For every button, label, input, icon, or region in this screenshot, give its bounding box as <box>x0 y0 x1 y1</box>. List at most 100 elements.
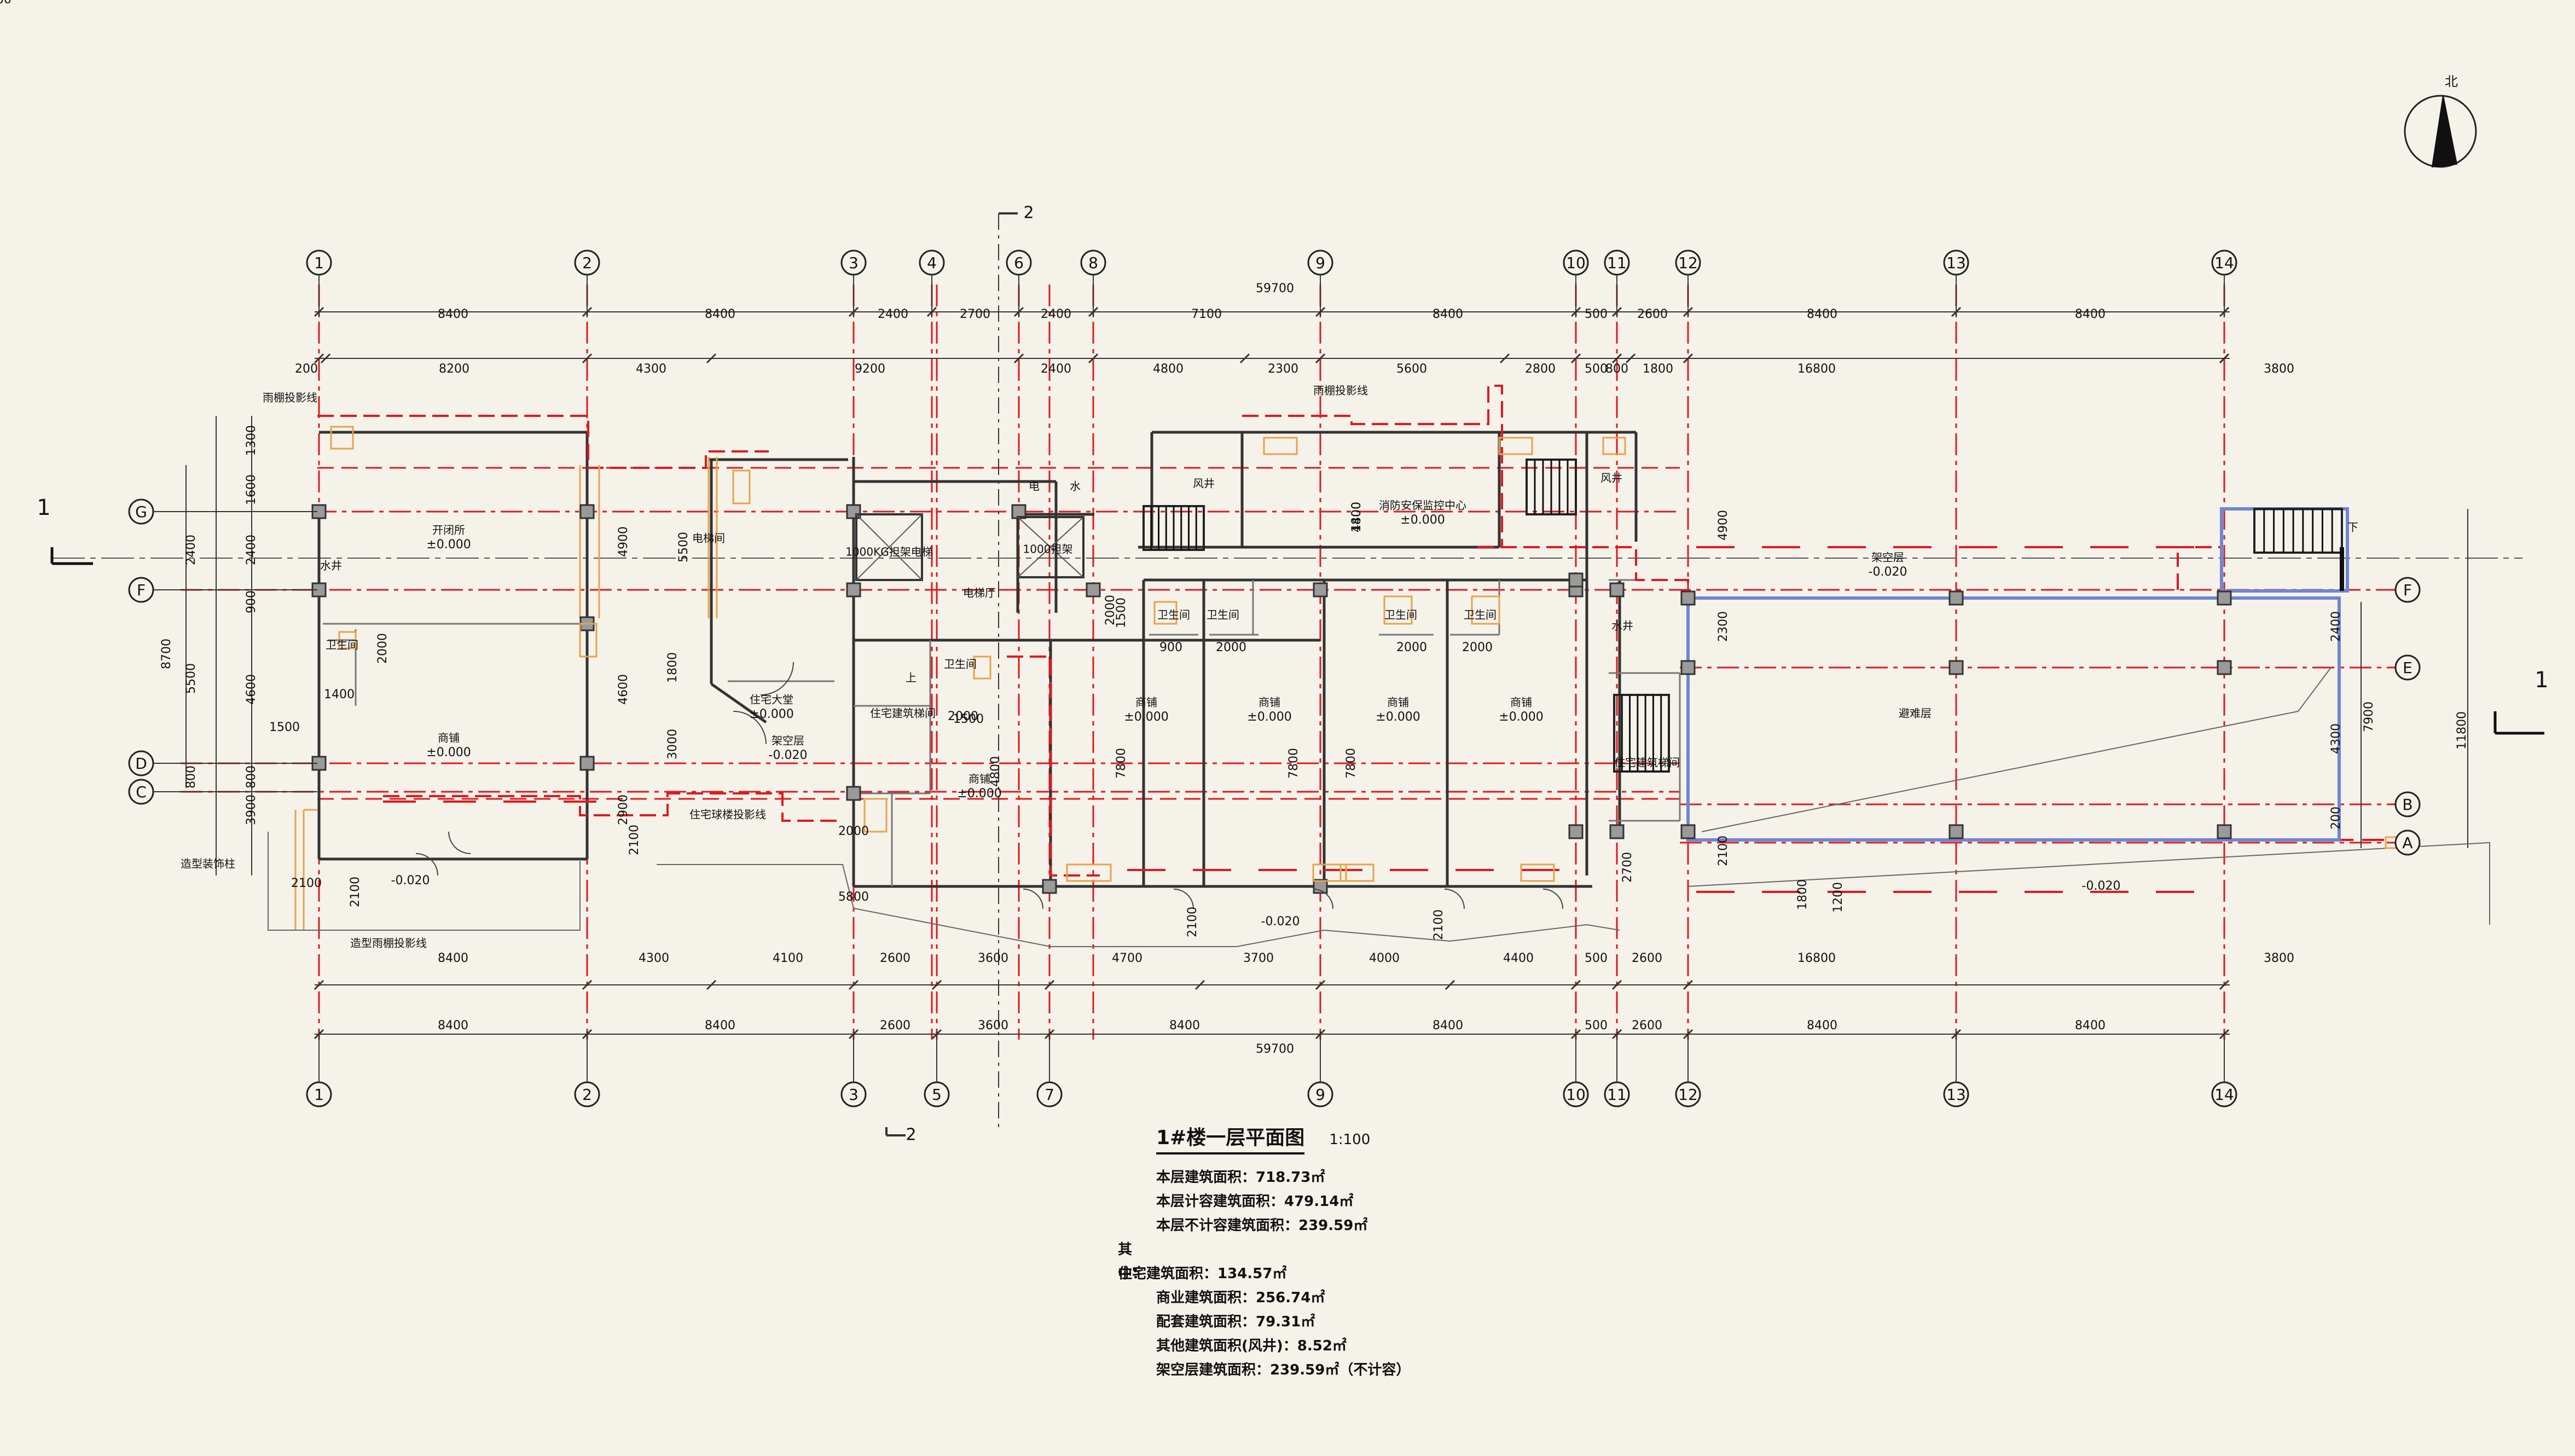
dimension-text: 8400 <box>438 952 468 965</box>
axis-bubble <box>2394 791 2421 817</box>
dimension-text: 500 <box>1585 362 1608 376</box>
column <box>1948 660 1964 675</box>
dimension-text: 1500 <box>269 721 300 734</box>
dimension-tick <box>706 353 717 364</box>
dimension-text: 2600 <box>880 952 910 965</box>
dimension-text: 2100 <box>1432 909 1446 940</box>
door-arc <box>1444 889 1465 909</box>
room-label: 消防安保监控中心 <box>1379 499 1466 512</box>
dimension-text: 900 <box>1159 641 1182 654</box>
room-level: ±0.000 <box>426 538 471 552</box>
dimension-text: 200 <box>295 362 318 376</box>
dimension-text: 200 <box>2329 807 2343 829</box>
room-label: 风井 <box>1193 477 1215 490</box>
dimension-text: 4900 <box>1716 510 1730 541</box>
dimension-text: 800 <box>245 765 258 788</box>
room-label: 住宅大堂 <box>750 693 793 706</box>
axis-label: 12 <box>1678 1086 1698 1104</box>
room-level: ±0.000 <box>1400 513 1445 527</box>
axis-bubble <box>2394 829 2421 856</box>
elevator-shaft <box>855 513 923 581</box>
room-label: 电梯间 <box>692 532 725 545</box>
dimension-text: 7800 <box>1287 748 1301 779</box>
axis-label: 1 <box>314 1086 324 1104</box>
dimension-text: 500 <box>1585 308 1608 321</box>
dimension-text: 8400 <box>705 308 735 321</box>
room-label: 卫生间 <box>1464 608 1497 622</box>
area-text: 配套建筑面积：79.31㎡ <box>1156 1314 1315 1330</box>
facade-outline <box>268 832 2490 947</box>
dimension-text: 8400 <box>705 1019 735 1032</box>
area-row: 商业建筑面积：256.74㎡ <box>1156 1286 1649 1310</box>
column <box>579 504 595 519</box>
dimension-text: 4900 <box>617 526 630 557</box>
room-level: ±0.000 <box>957 787 1001 800</box>
elevated-slab-outline <box>1686 596 2341 842</box>
dimension-tick <box>314 353 324 364</box>
dimension-tick <box>848 979 859 990</box>
room-label: 水井 <box>320 559 342 572</box>
dimension-tick <box>582 353 593 364</box>
room-label: 雨棚投影线 <box>263 391 317 404</box>
dimension-text: 2600 <box>1632 1019 1662 1032</box>
dimension-text: 8200 <box>439 362 469 376</box>
axis-label: A <box>2402 834 2412 852</box>
dimension-tick <box>931 979 942 990</box>
dimension-text: 2600 <box>1637 308 1668 321</box>
elevator-shaft <box>1017 516 1084 578</box>
dimension-text: 1800 <box>1643 362 1673 376</box>
dimension-text: 2000 <box>948 710 978 723</box>
dimension-text: 5600 <box>1396 362 1427 376</box>
section-mark: 2 <box>906 1126 916 1145</box>
dimension-tick <box>1683 979 1694 990</box>
dimension-text: 2400 <box>878 308 908 321</box>
fixture <box>1471 595 1500 625</box>
axis-label: 5 <box>932 1086 942 1104</box>
room-level: ±0.000 <box>1124 710 1168 724</box>
dimension-text: 8700 <box>160 639 173 669</box>
door-arc <box>760 662 794 695</box>
dimension-tick <box>314 979 324 990</box>
dimension-tick <box>1611 979 1622 990</box>
room-label: 上 <box>906 671 917 685</box>
area-row: 配套建筑面积：79.31㎡ <box>1156 1310 1649 1334</box>
dimension-text: 2400 <box>184 535 198 565</box>
dimension-tick <box>1088 353 1099 364</box>
dimension-text: 8400 <box>438 1019 468 1032</box>
drawing-scale: 1:100 <box>1329 1132 1371 1148</box>
overhang-outline <box>383 792 843 822</box>
dimension-text: 4300 <box>2329 723 2343 754</box>
room-label: 水井 <box>1611 619 1633 633</box>
fixture <box>338 631 357 649</box>
door-arc <box>733 711 767 745</box>
axis-label: 14 <box>2214 1086 2234 1104</box>
dimension-text: 16800 <box>1797 952 1836 965</box>
column <box>1609 582 1625 598</box>
dimension-text: 5500 <box>184 663 198 694</box>
fixture <box>1520 863 1555 882</box>
room-label: 商铺 <box>1510 696 1532 709</box>
stair <box>2253 508 2343 554</box>
room-level: ±0.000 <box>1247 710 1291 724</box>
dimension-text: 3900 <box>245 794 258 825</box>
room-label: 架空层 <box>1871 551 1904 564</box>
dimension-text: 2100 <box>1716 836 1730 866</box>
fixture <box>1263 437 1298 455</box>
fixture <box>973 656 991 680</box>
column <box>846 786 861 801</box>
room-label: 电 <box>1029 480 1040 493</box>
room-label: 卫生间 <box>1207 608 1239 622</box>
fixture <box>1066 863 1112 882</box>
column <box>1948 824 1964 839</box>
dimension-tick <box>1570 353 1581 364</box>
room-label: 卫生间 <box>326 639 358 652</box>
dimension-text: 1400 <box>324 688 355 701</box>
dimension-text: 4800 <box>1153 362 1184 376</box>
dimension-text: 7900 <box>2362 701 2376 732</box>
column <box>1042 879 1057 894</box>
dimension-text: 8400 <box>1169 1019 1200 1032</box>
fixture <box>732 469 751 504</box>
dimension-text: 800 <box>1605 362 1628 376</box>
area-text: 其他建筑面积(风井)：8.52㎡ <box>1156 1338 1347 1354</box>
